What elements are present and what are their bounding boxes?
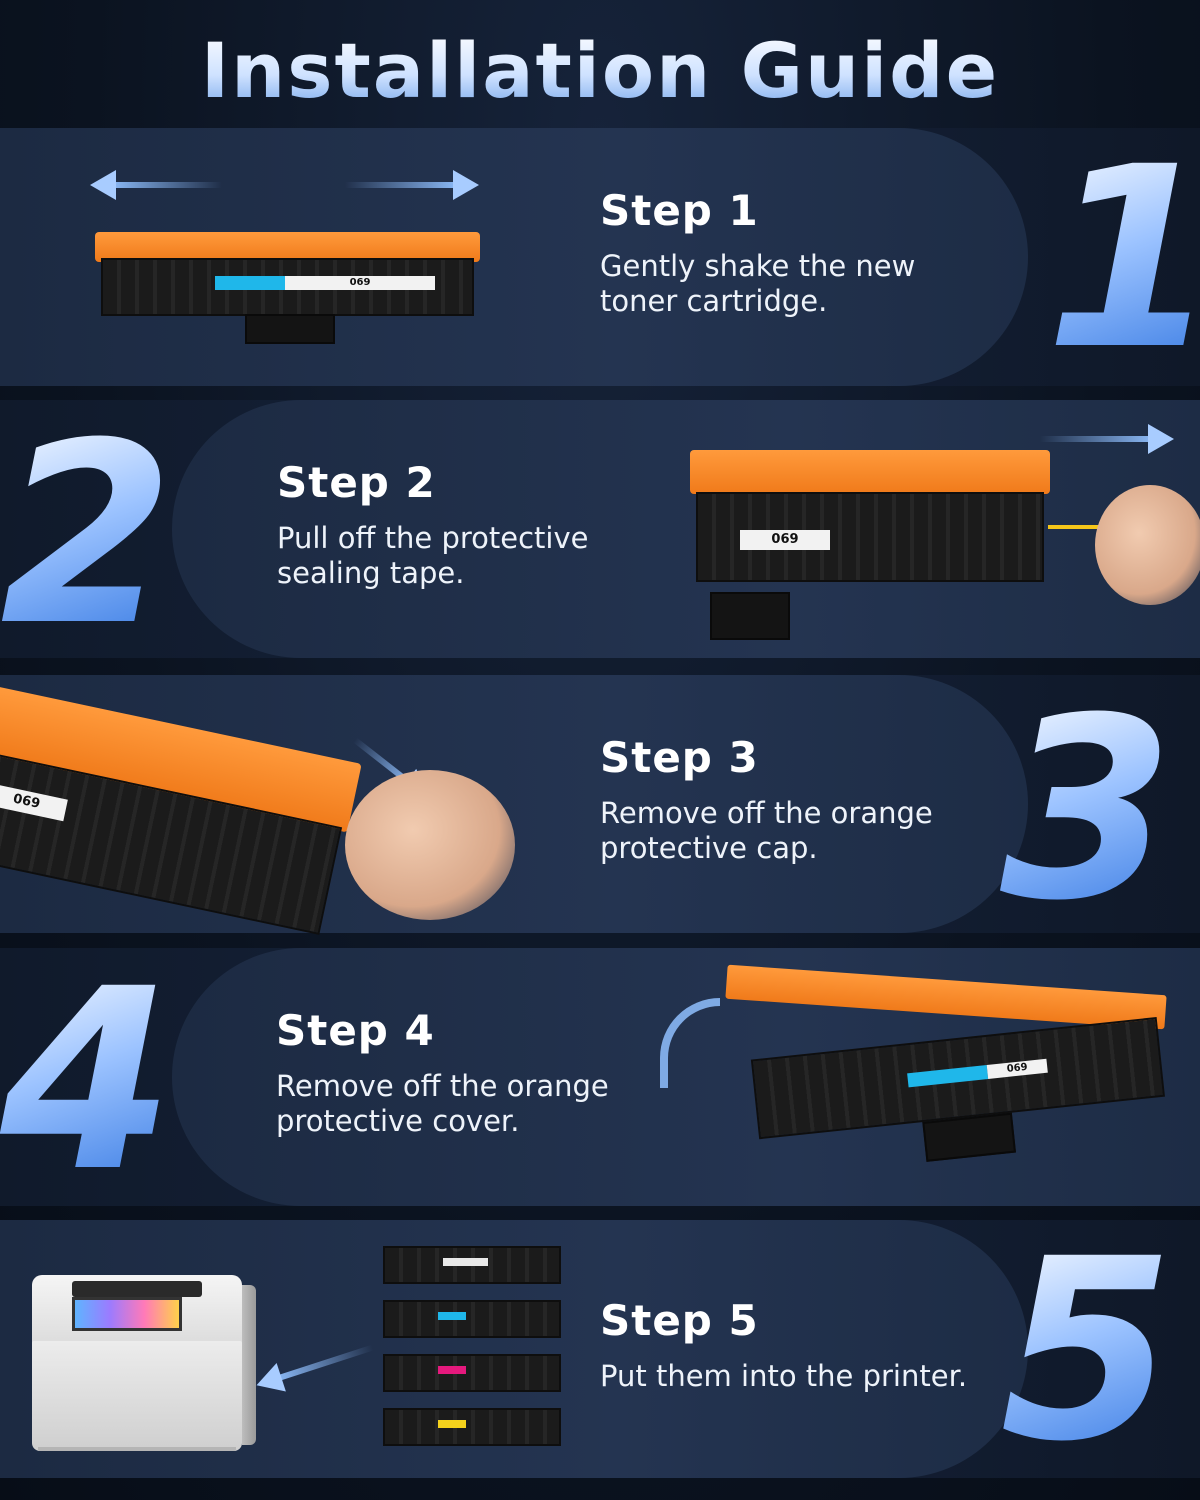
- magenta-cartridge: [383, 1354, 561, 1394]
- step-5-description: Put them into the printer.: [600, 1359, 968, 1393]
- step-1-section: 069 Step 1 Gently shake the new toner ca…: [0, 128, 1200, 386]
- step-5-number: 5: [1000, 1205, 1174, 1496]
- step-2-text: Step 2 Pull off the protective sealing t…: [277, 458, 677, 591]
- step-5-text: Step 5 Put them into the printer.: [600, 1296, 990, 1394]
- shake-left-arrow-icon: [90, 170, 222, 200]
- cartridge-model-label: 069: [285, 276, 435, 290]
- step-3-section: 069 Step 3 Remove off the orange protect…: [0, 664, 1200, 955]
- shake-right-arrow-icon: [345, 170, 479, 200]
- step-2-title: Step 2: [277, 458, 436, 507]
- step-2-section: 2 Step 2 Pull off the protective sealing…: [0, 389, 1200, 680]
- step-1-description: Gently shake the new toner cartridge.: [600, 249, 916, 318]
- toner-cartridge-illustration: 069: [95, 232, 480, 344]
- step-3-title: Step 3: [600, 733, 759, 782]
- step-4-description: Remove off the orange protective cover.: [276, 1069, 609, 1138]
- step-3-text: Step 3 Remove off the orange protective …: [600, 733, 1000, 866]
- step-3-description: Remove off the orange protective cap.: [600, 796, 933, 865]
- step-2-number: 2: [0, 389, 174, 680]
- cyan-cartridge: [383, 1300, 561, 1340]
- step-3-number: 3: [1000, 664, 1174, 955]
- step-2-description: Pull off the protective sealing tape.: [277, 521, 589, 590]
- step-5-title: Step 5: [600, 1296, 759, 1345]
- hand-icon: [345, 770, 515, 920]
- step-4-section: 4 Step 4 Remove off the orange protectiv…: [0, 948, 1200, 1206]
- step-4-text: Step 4 Remove off the orange protective …: [276, 1006, 676, 1139]
- step-1-title: Step 1: [600, 186, 759, 235]
- step-1-text: Step 1 Gently shake the new toner cartri…: [600, 186, 1000, 319]
- step-4-title: Step 4: [276, 1006, 435, 1055]
- printer-illustration: [32, 1275, 257, 1455]
- pull-right-arrow-icon: [1040, 424, 1174, 454]
- hand-icon: [1095, 485, 1200, 605]
- cartridge-model-label: 069: [740, 530, 830, 550]
- page-title: Installation Guide: [0, 26, 1200, 115]
- black-cartridge: [383, 1246, 561, 1286]
- step-1-number: 1: [1045, 134, 1200, 384]
- yellow-cartridge: [383, 1408, 561, 1448]
- toner-cartridge-illustration: 069: [690, 450, 1050, 640]
- step-4-number: 4: [0, 935, 174, 1226]
- step-5-section: Step 5 Put them into the printer. 5: [0, 1220, 1200, 1478]
- sealing-tape: [1048, 525, 1128, 529]
